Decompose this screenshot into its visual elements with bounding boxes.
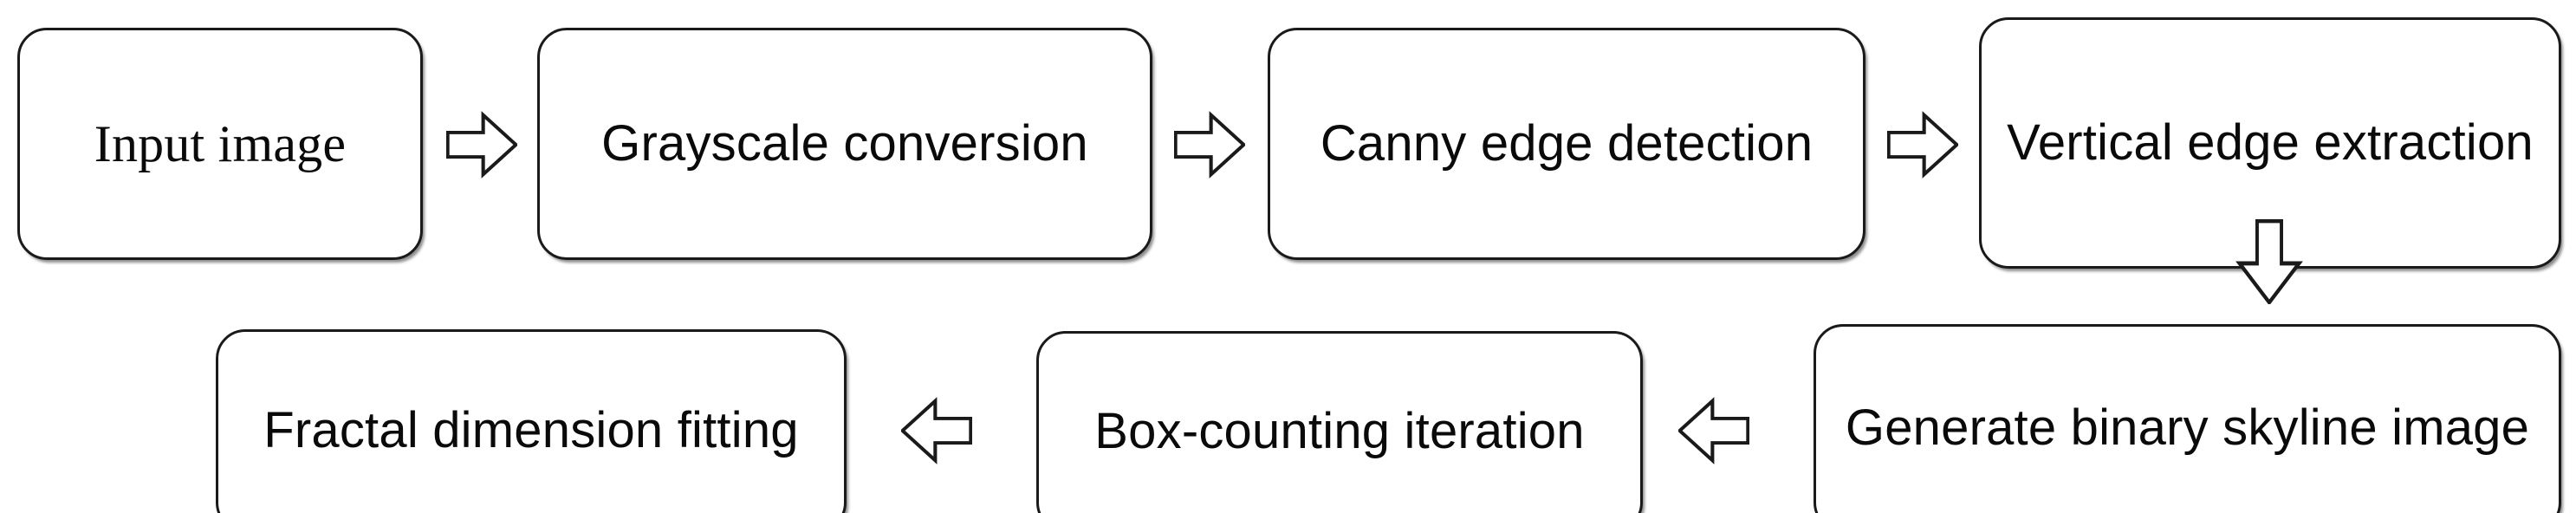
node-input-image[interactable]: Input image	[17, 28, 423, 260]
arrow-vertical-to-generate-icon	[2235, 219, 2303, 304]
arrow-grayscale-to-canny-icon	[1174, 111, 1245, 179]
node-label-vertical-edge-extraction: Vertical edge extraction	[2007, 114, 2534, 172]
node-label-input-image: Input image	[94, 115, 347, 172]
arrow-boxcounting-to-fractal-icon	[901, 397, 972, 464]
node-label-box-counting-iteration: Box-counting iteration	[1094, 403, 1585, 460]
arrow-generate-to-boxcounting-icon	[1678, 397, 1749, 464]
node-grayscale-conversion[interactable]: Grayscale conversion	[537, 28, 1152, 260]
node-label-fractal-dimension-fitting: Fractal dimension fitting	[263, 402, 799, 459]
node-fractal-dimension-fitting[interactable]: Fractal dimension fitting	[216, 329, 847, 513]
node-label-generate-binary-skyline-image: Generate binary skyline image	[1845, 399, 2530, 457]
node-box-counting-iteration[interactable]: Box-counting iteration	[1036, 331, 1643, 513]
arrow-input-to-grayscale-icon	[446, 111, 517, 179]
node-label-grayscale-conversion: Grayscale conversion	[601, 115, 1088, 172]
node-generate-binary-skyline-image[interactable]: Generate binary skyline image	[1814, 324, 2561, 513]
node-label-canny-edge-detection: Canny edge detection	[1320, 115, 1814, 172]
node-canny-edge-detection[interactable]: Canny edge detection	[1268, 28, 1865, 260]
arrow-canny-to-vertical-icon	[1887, 111, 1958, 179]
